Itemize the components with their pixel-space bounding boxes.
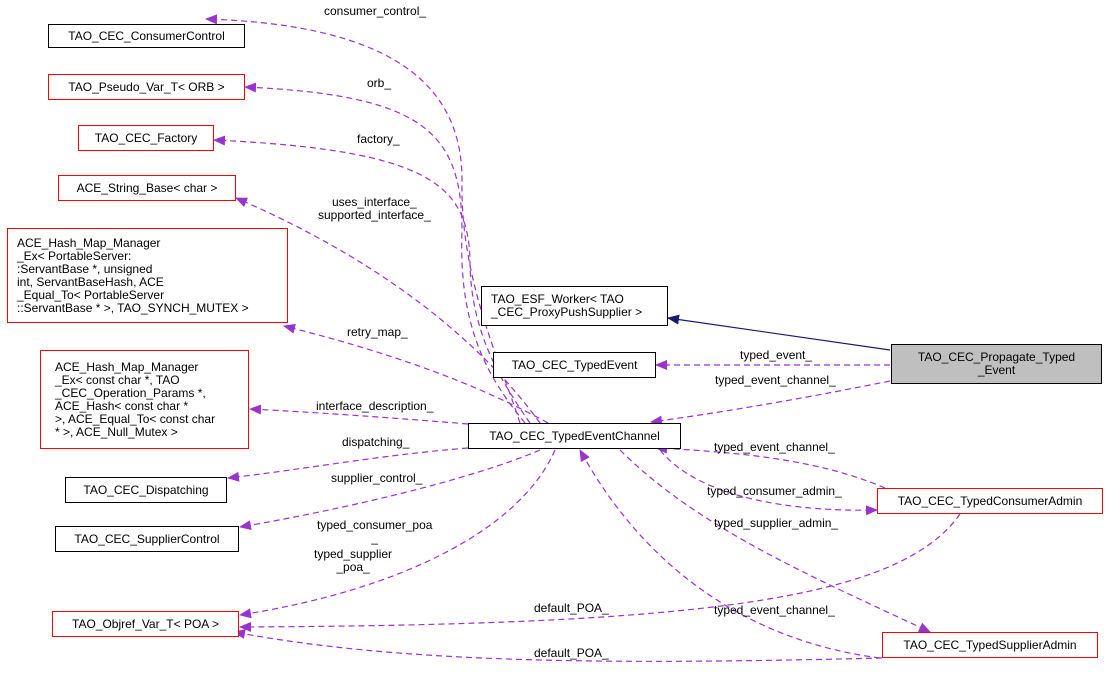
node-label: TAO_CEC_Factory <box>94 130 198 145</box>
edge-inheritance <box>667 314 891 351</box>
node-label: TAO_CEC_ConsumerControl <box>68 28 225 43</box>
node-pseudo-var-orb[interactable]: TAO_Pseudo_Var_T< ORB > <box>48 74 245 100</box>
node-label: TAO_ESF_Worker< TAO _CEC_ProxyPushSuppli… <box>491 292 643 319</box>
edge-label-orb: orb_ <box>367 76 392 90</box>
node-label: TAO_CEC_SupplierControl <box>74 531 220 546</box>
edge-default-poa-supplier <box>233 629 883 662</box>
edge-label-consumer-control: consumer_control_ <box>324 4 427 18</box>
node-label: TAO_CEC_Propagate_Typed _Event <box>917 350 1076 377</box>
edge-label-interfaces: uses_interface_ supported_interface_ <box>318 195 431 222</box>
node-supplier-control[interactable]: TAO_CEC_SupplierControl <box>55 526 239 552</box>
edge-label-typed-event: typed_event_ <box>740 348 813 362</box>
edge-retry-map <box>283 323 549 424</box>
edge-label-interface-description: interface_description_ <box>316 399 434 413</box>
node-hash-map-servant[interactable]: ACE_Hash_Map_Manager _Ex< PortableServer… <box>7 228 288 323</box>
node-typed-event-channel[interactable]: TAO_CEC_TypedEventChannel <box>468 423 681 449</box>
edge-label-retry-map: retry_map_ <box>347 325 408 339</box>
node-label: ACE_Hash_Map_Manager _Ex< const char *, … <box>55 359 216 439</box>
node-string-base[interactable]: ACE_String_Base< char > <box>58 175 236 201</box>
edge-label-typed-consumer-poa: typed_consumer_poa _ <box>317 518 433 545</box>
edge-typed-supplier-admin <box>619 449 931 633</box>
edge-consumer-control <box>205 14 521 424</box>
edge-supplier-admin-channel <box>579 449 881 659</box>
node-label: ACE_Hash_Map_Manager _Ex< PortableServer… <box>17 235 249 315</box>
edge-label-consumer-admin-channel: typed_event_channel_ <box>714 440 835 454</box>
edge-label-default-poa-2: default_POA_ <box>534 646 609 660</box>
node-consumer-control[interactable]: TAO_CEC_ConsumerControl <box>48 24 245 48</box>
edge-default-poa-consumer <box>239 513 961 632</box>
node-objref-poa[interactable]: TAO_Objref_Var_T< POA > <box>52 611 239 637</box>
edge-label-default-poa-1: default_POA_ <box>534 601 609 615</box>
node-typed-event[interactable]: TAO_CEC_TypedEvent <box>493 352 656 378</box>
edge-consumer-admin-channel <box>655 443 886 489</box>
edge-label-typed-supplier-poa: typed_supplier _poa_ <box>314 547 393 574</box>
edge-label-factory: factory_ <box>357 132 400 146</box>
node-label: TAO_Pseudo_Var_T< ORB > <box>68 79 225 94</box>
node-dispatching[interactable]: TAO_CEC_Dispatching <box>65 477 227 503</box>
node-typed-consumer-admin[interactable]: TAO_CEC_TypedConsumerAdmin <box>877 488 1103 514</box>
node-label: TAO_CEC_TypedConsumerAdmin <box>897 493 1083 508</box>
node-label: TAO_CEC_TypedEvent <box>511 357 638 372</box>
node-label: TAO_CEC_TypedEventChannel <box>489 428 660 443</box>
edge-supplier-control <box>239 449 541 531</box>
node-label: ACE_String_Base< char > <box>76 180 218 195</box>
edge-label-supplier-control: supplier_control_ <box>331 471 423 485</box>
edge-dispatching <box>227 447 469 482</box>
edge-poa <box>239 449 556 619</box>
edge-label-typed-supplier-admin: typed_supplier_admin_ <box>714 516 839 530</box>
node-typed-supplier-admin[interactable]: TAO_CEC_TypedSupplierAdmin <box>882 632 1098 658</box>
edge-typed-consumer-admin <box>659 449 878 516</box>
edge-label-supplier-admin-channel: typed_event_channel_ <box>714 603 835 617</box>
node-label: TAO_CEC_Dispatching <box>83 482 209 497</box>
node-factory[interactable]: TAO_CEC_Factory <box>78 125 214 151</box>
node-hash-map-operation[interactable]: ACE_Hash_Map_Manager _Ex< const char *, … <box>40 350 249 449</box>
edge-propagate-channel <box>650 380 891 426</box>
edge-label-typed-consumer-admin: typed_consumer_admin_ <box>707 484 842 498</box>
edge-interfaces <box>235 197 541 424</box>
edge-label-propagate-channel: typed_event_channel_ <box>715 373 836 387</box>
node-label: TAO_CEC_TypedSupplierAdmin <box>903 637 1077 652</box>
node-label: TAO_Objref_Var_T< POA > <box>72 616 219 631</box>
edge-label-dispatching: dispatching_ <box>342 435 410 449</box>
node-esf-worker[interactable]: TAO_ESF_Worker< TAO _CEC_ProxyPushSuppli… <box>481 286 668 326</box>
node-propagate-typed-event: TAO_CEC_Propagate_Typed _Event <box>891 344 1102 384</box>
